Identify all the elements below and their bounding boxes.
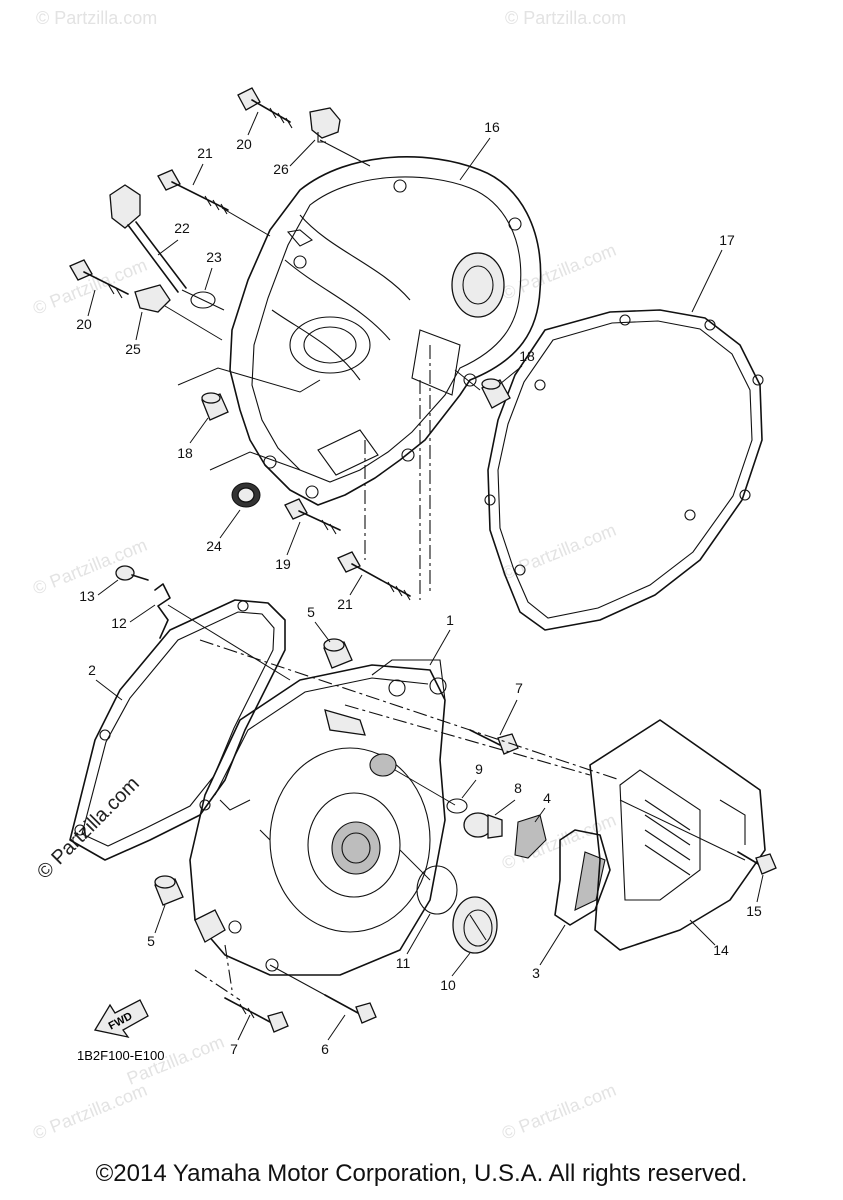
plug-10: [452, 896, 498, 954]
bolt-21-lower: [337, 551, 411, 601]
o-ring-9: [446, 798, 468, 814]
plug-8: [463, 812, 503, 839]
callout-17: 17: [719, 232, 735, 248]
clamp-25: [134, 284, 171, 313]
copyright-notice: ©2014 Yamaha Motor Corporation, U.S.A. A…: [95, 1160, 748, 1187]
callout-20-mid: 20: [76, 316, 92, 332]
callout-9: 9: [475, 761, 483, 777]
callout-15: 15: [746, 903, 762, 919]
callout-11: 11: [396, 955, 411, 971]
callout-12: 12: [111, 615, 127, 631]
callout-5-upper: 5: [307, 604, 315, 620]
gasket-crankcase-cover-inner: [497, 320, 753, 619]
callout-22: 22: [174, 220, 190, 236]
forward-arrow-icon: FWD: [93, 999, 149, 1038]
callout-1: 1: [446, 612, 454, 628]
o-ring-23: [190, 291, 216, 309]
callout-16: 16: [484, 119, 500, 135]
bolt-21-top: [157, 169, 229, 215]
upper-reference-lines: [164, 139, 481, 600]
watermark: © Partzilla.com: [505, 8, 626, 28]
bolt-7-upper: [469, 729, 519, 755]
bolt-19: [284, 498, 341, 535]
dowel-5-lower: [154, 875, 184, 906]
dowel-18-right: [481, 378, 511, 409]
callout-7-lower: 7: [230, 1041, 238, 1057]
callout-18-right: 18: [519, 348, 535, 364]
bolt-13: [115, 565, 149, 581]
callout-21-top: 21: [197, 145, 213, 161]
bolt-6: [324, 994, 377, 1024]
damper-4: [514, 814, 547, 859]
callout-18-left: 18: [177, 445, 193, 461]
gasket-left: [69, 599, 286, 861]
dowel-18-left: [201, 392, 229, 421]
callout-13: 13: [79, 588, 95, 604]
callout-6: 6: [321, 1041, 329, 1057]
callout-8: 8: [514, 780, 522, 796]
callout-21-lower: 21: [337, 596, 353, 612]
callout-7-upper: 7: [515, 680, 523, 696]
callout-23: 23: [206, 249, 222, 265]
crankcase-cover-1: [189, 659, 447, 976]
gasket-bolt-holes: [484, 314, 764, 576]
oil-seal-24: [231, 482, 261, 508]
callout-26: 26: [273, 161, 289, 177]
gasket-crankcase-cover: [487, 309, 763, 631]
cover-14: [589, 719, 766, 951]
callout-14: 14: [713, 942, 729, 958]
gasket-left-holes: [74, 600, 249, 836]
callout-10: 10: [440, 977, 456, 993]
watermark-prominent: © Partzilla.com: [33, 773, 144, 884]
callout-5-lower: 5: [147, 933, 155, 949]
gasket-left-inner: [81, 611, 275, 847]
watermark: © Partzilla.com: [36, 8, 157, 28]
o-ring-11: [416, 865, 458, 915]
guide-3: [554, 829, 611, 926]
bolt-7-lower: [224, 997, 289, 1033]
oil-level-gauge: [109, 184, 187, 293]
callout-19: 19: [275, 556, 291, 572]
callout-20-top: 20: [236, 136, 252, 152]
diagram-code: 1B2F100-E100: [77, 1048, 164, 1063]
lower-reference-lines: [167, 604, 746, 1001]
crankcase-cover-assembly: [229, 156, 542, 506]
bolt-15: [737, 851, 777, 875]
callout-24: 24: [206, 538, 222, 554]
callout-3: 3: [532, 965, 540, 981]
clip-12: [154, 583, 171, 639]
watermark: © Partzilla.com: [499, 240, 619, 304]
dowel-5-upper: [323, 638, 353, 669]
clamp-26: [309, 107, 341, 143]
callout-labels: 1 2 3 4 5 5 6 7 7 8 9 10 11 12 13 14 15 …: [76, 111, 764, 1057]
bolt-20-top: [237, 87, 293, 129]
callout-4: 4: [543, 790, 551, 806]
watermark: © Partzilla.com: [499, 1080, 619, 1144]
callout-2: 2: [88, 662, 96, 678]
watermark: © Partzilla.com: [30, 1080, 150, 1144]
bolt-20-mid: [69, 259, 129, 299]
callout-25: 25: [125, 341, 141, 357]
